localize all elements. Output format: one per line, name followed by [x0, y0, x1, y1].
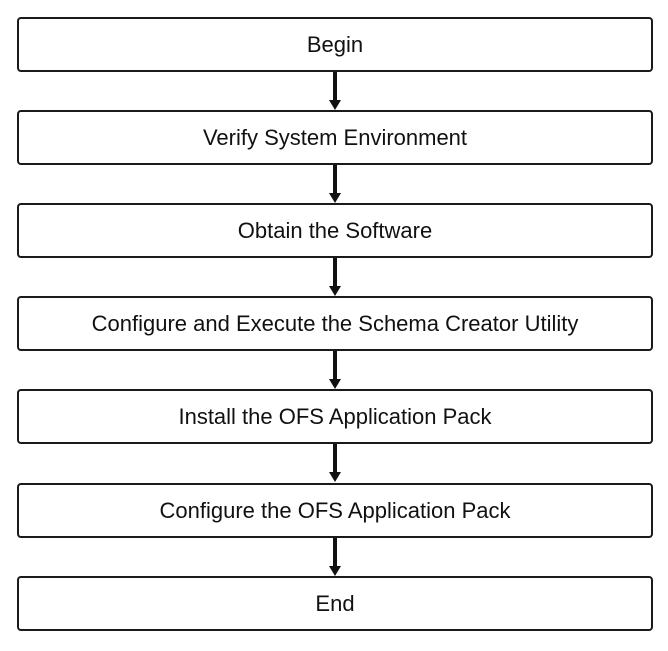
arrow-down-icon	[329, 165, 341, 203]
step-configure-schema-creator: Configure and Execute the Schema Creator…	[17, 296, 653, 351]
arrow-down-icon	[329, 444, 341, 482]
step-label: End	[315, 590, 355, 616]
arrow-down-icon	[329, 351, 341, 389]
step-install-application-pack: Install the OFS Application Pack	[17, 389, 653, 444]
step-label: Obtain the Software	[237, 217, 433, 243]
step-label: Configure and Execute the Schema Creator…	[91, 310, 579, 336]
arrow-down-icon	[329, 72, 341, 110]
step-label: Verify System Environment	[202, 124, 468, 150]
arrow-down-icon	[329, 258, 341, 296]
step-obtain-software: Obtain the Software	[17, 203, 653, 258]
step-begin: Begin	[17, 17, 653, 72]
step-configure-application-pack: Configure the OFS Application Pack	[17, 483, 653, 538]
arrow-down-icon	[329, 538, 341, 576]
step-verify-system-environment: Verify System Environment	[17, 110, 653, 165]
step-end: End	[17, 576, 653, 631]
step-label: Install the OFS Application Pack	[178, 403, 492, 429]
step-label: Configure the OFS Application Pack	[159, 497, 511, 523]
step-label: Begin	[306, 31, 364, 57]
